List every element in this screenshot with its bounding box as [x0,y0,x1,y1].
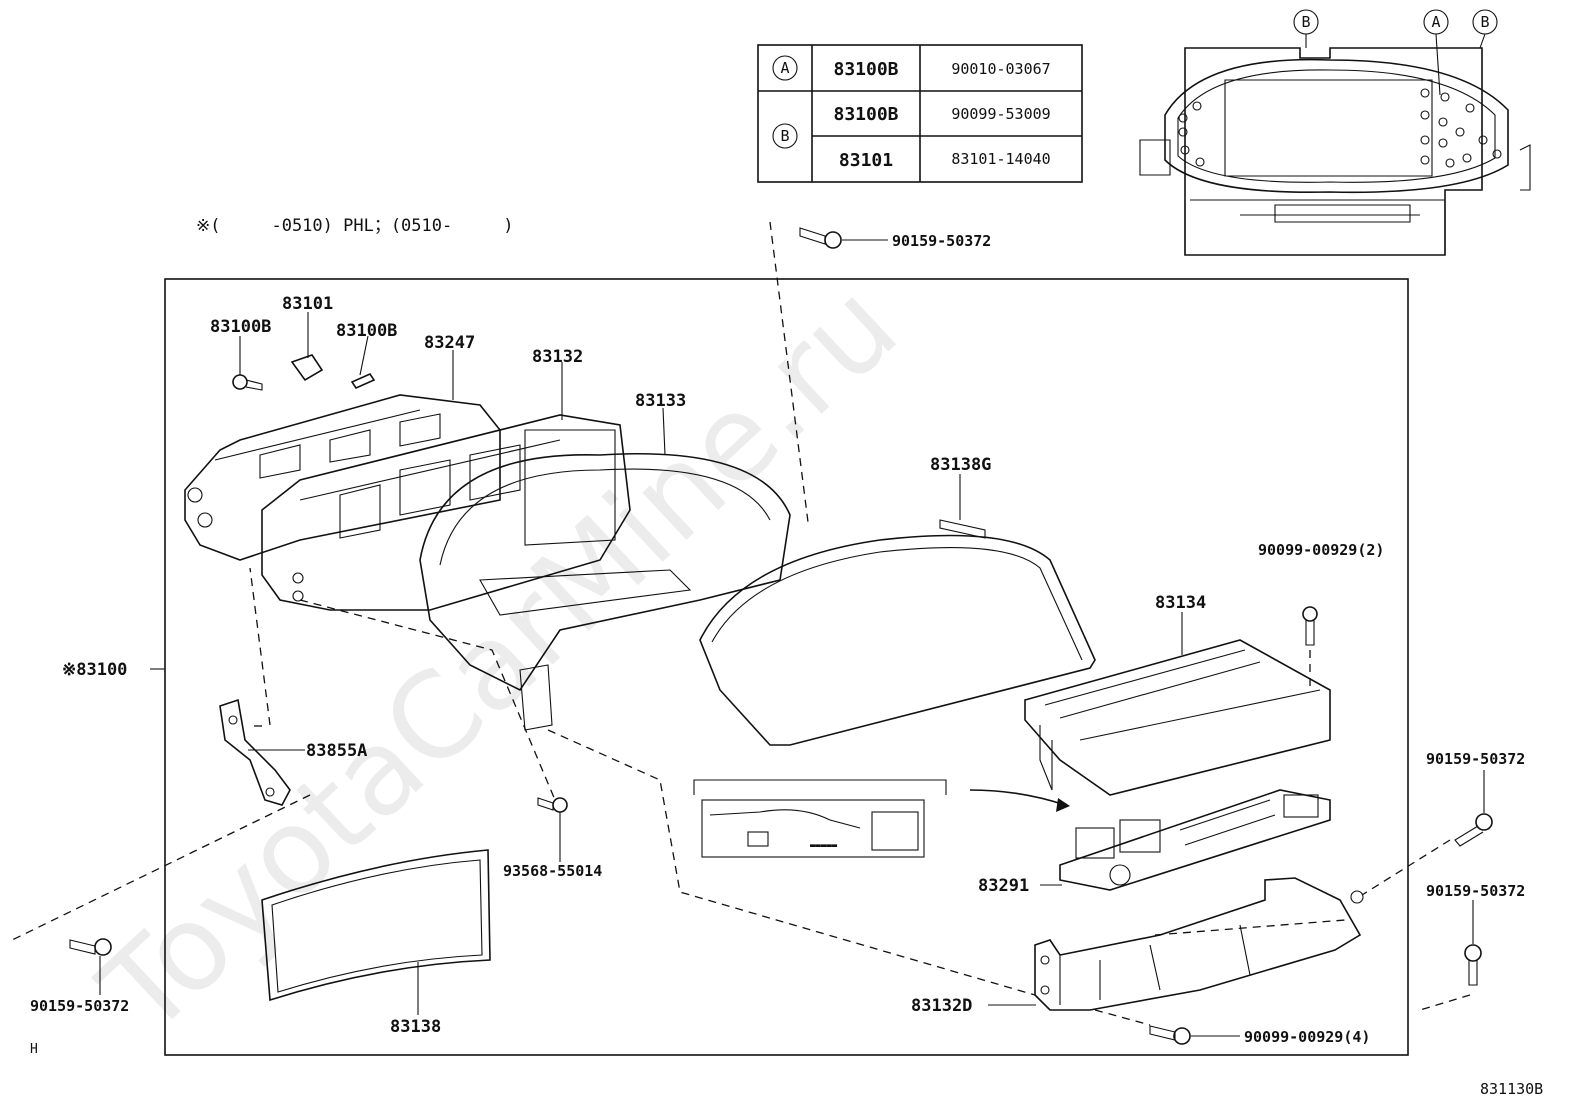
screw-93568 [537,797,568,862]
watermark: ToyotaCarMine.ru [74,257,923,1062]
table-row1-number: 90010-03067 [951,60,1050,78]
label-83138g: 83138G [930,455,991,475]
detail-marker-b1: B [1301,13,1310,31]
screw-90159-right-bot [1419,900,1482,1011]
lcd-preview: ▬▬▬▬▬ [693,779,1070,858]
label-90159-top: 90159-50372 [892,232,991,250]
screw-90159-top [769,221,888,523]
label-90099-2: 90099-00929(2) [1258,541,1384,559]
svg-text:▬▬▬▬▬: ▬▬▬▬▬ [810,841,838,851]
fastener-table: A B 83100B 90010-03067 83100B 90099-5300… [757,44,1083,183]
label-90159-left: 90159-50372 [30,997,129,1015]
detail-marker-a: A [1431,13,1440,31]
label-83101: 83101 [282,294,333,314]
screw-90099-bottom [1094,1009,1240,1045]
part-83134-module [1024,612,1331,796]
table-row3-part: 83101 [839,150,893,171]
detail-marker-b2: B [1480,13,1489,31]
screw-90159-left [69,938,112,995]
part-83138g-lens [699,474,1096,746]
leader-dashed-2 [547,729,1036,996]
label-83132d: 83132D [911,996,972,1016]
label-90159-right-bot: 90159-50372 [1426,882,1525,900]
label-83855a: 83855A [306,741,367,761]
small-fasteners [232,312,376,391]
leader-dashed-1 [299,599,556,801]
part-83138-glass [261,849,491,1015]
part-83855a-bracket [219,567,305,806]
label-83138: 83138 [390,1017,441,1037]
part-83132-housing [261,362,631,611]
label-83291: 83291 [978,876,1029,896]
table-row2-number: 90099-53009 [951,105,1050,123]
part-83247-bracket [184,350,501,561]
label-83100: ※83100 [62,660,127,680]
table-row3-number: 83101-14040 [951,150,1050,168]
page-code: 831130B [1480,1080,1543,1098]
detail-view: B A B [1139,9,1531,256]
table-key-b: B [780,127,789,145]
part-83133-bezel [419,407,791,731]
label-83247: 83247 [424,333,475,353]
label-83100b-right: 83100B [336,321,397,341]
table-row2-part: 83100B [833,104,898,125]
label-83133: 83133 [635,391,686,411]
table-key-a-circle [772,55,798,81]
label-83134: 83134 [1155,593,1206,613]
corner-mark: H [30,1042,38,1057]
table-row1-part: 83100B [833,59,898,80]
label-93568: 93568-55014 [503,862,602,880]
screw-90159-right-top [1361,770,1493,896]
part-83291-board [1040,789,1331,891]
label-90159-right-top: 90159-50372 [1426,750,1525,768]
detail-screw-holes [1178,88,1502,168]
variant-note: ※( -0510) PHL；(0510- ) [196,216,513,236]
part-83132d-housing [988,877,1364,1011]
table-key-b-circle [772,123,798,149]
label-83100b-left: 83100B [210,317,271,337]
table-key-a: A [780,59,789,77]
main-frame [164,278,1409,1056]
label-90099-4: 90099-00929(4) [1244,1028,1370,1046]
label-83132: 83132 [532,347,583,367]
screw-90099-top [1302,606,1318,690]
